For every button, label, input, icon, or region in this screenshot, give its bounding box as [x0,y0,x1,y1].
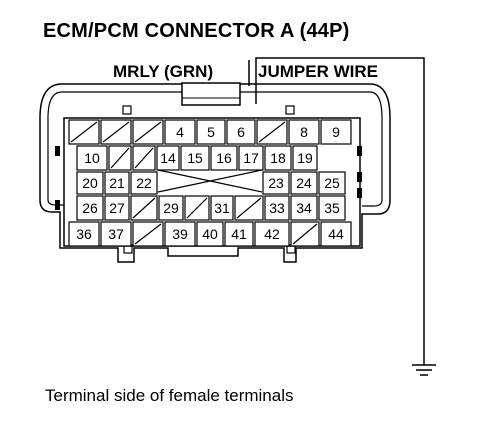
unused-terminal-slash [134,223,162,245]
terminal-cell-34 [290,195,318,221]
terminal-number: 33 [269,200,285,216]
terminal-number: 41 [231,226,247,242]
terminal-cell-29 [158,195,184,221]
terminal-cell-15 [180,145,210,171]
terminal-cell-5 [196,119,226,145]
terminal-cell-36 [68,221,100,247]
terminal-cell-42 [254,221,290,247]
terminal-cell-39 [164,221,196,247]
terminal-cell-4 [164,119,196,145]
unused-terminal-slash [110,147,130,169]
side-latch [55,200,60,210]
terminal-cell-17 [238,145,264,171]
unused-terminal-slash [102,121,130,143]
unused-terminal-slash [134,121,162,143]
terminal-number: 26 [82,200,98,216]
terminal-number: 8 [300,124,308,140]
ground-icon [412,364,436,376]
terminal-number: 20 [82,175,98,191]
terminal-cell-16 [210,145,238,171]
terminal-cell-6 [226,119,256,145]
terminal-number: 40 [202,226,218,242]
terminal-number: 22 [136,175,152,191]
terminal-cell-26 [76,195,104,221]
terminal-number: 44 [328,226,344,242]
unused-terminal-slash [70,121,98,143]
terminal-number: 39 [172,226,188,242]
unused-terminal-slash [258,121,286,143]
unused-terminal-slash [134,147,154,169]
terminal-cell-9 [320,119,352,145]
terminal-number: 15 [187,150,203,166]
terminal-cells: 4 5 6 8 9 10 14 15 16 17 18 19 20 21 22 23 24 25 26 27 29 31 3… [68,119,352,247]
small-tab [285,105,295,115]
terminal-number: 31 [214,200,230,216]
terminal-cell-33 [264,195,290,221]
terminal-cell-31 [210,195,234,221]
terminal-number: 4 [176,124,184,140]
unused-terminal-slash [186,197,208,219]
diagram-caption: Terminal side of female terminals [45,386,294,405]
terminal-cell-44 [320,221,352,247]
mrly-label: MRLY (GRN) [113,62,214,81]
locking-tab [181,82,241,106]
terminal-number: 18 [270,150,286,166]
terminal-number: 19 [297,150,313,166]
terminal-cell-14 [156,145,180,171]
terminal-cell-41 [224,221,254,247]
terminal-cell-37 [100,221,132,247]
terminal-number: 21 [109,175,125,191]
small-tab [122,105,132,115]
terminal-cell-23 [262,171,290,195]
blank-area-cross [157,169,263,193]
terminal-number: 23 [268,175,284,191]
terminal-cell-20 [76,171,104,195]
terminal-number: 34 [296,200,312,216]
terminal-number: 16 [216,150,232,166]
terminal-cell-27 [104,195,130,221]
terminal-number: 9 [332,124,340,140]
unused-terminal-slash [132,197,156,219]
terminal-number: 24 [296,175,312,191]
terminal-cell-24 [290,171,318,195]
housing-inner-top [62,91,383,119]
terminal-number: 6 [237,124,245,140]
terminal-cell-18 [264,145,292,171]
terminal-cell-22 [130,171,158,195]
unused-terminal-slash [292,223,318,245]
terminal-number: 42 [264,226,280,242]
jumper-wire [255,57,425,365]
terminal-cell-10 [76,145,108,171]
unused-terminal-slash [236,197,262,219]
terminal-cell-35 [318,195,346,221]
diagram-title: ECM/PCM CONNECTOR A (44P) [43,20,350,42]
terminal-number: 25 [324,175,340,191]
terminal-number: 27 [109,200,125,216]
terminal-cell-19 [292,145,318,171]
side-latch [55,146,60,156]
jumper-wire-label: JUMPER WIRE [258,62,378,81]
terminal-number: 35 [324,200,340,216]
terminal-number: 10 [84,150,100,166]
terminal-number: 14 [160,150,176,166]
terminal-cell-25 [318,171,346,195]
terminal-cell-21 [104,171,130,195]
housing-inner-right [362,118,383,207]
terminal-cell-8 [288,119,320,145]
terminal-number: 17 [243,150,259,166]
terminal-number: 5 [207,124,215,140]
housing-inner-left [47,118,64,206]
terminal-number: 36 [76,226,92,242]
terminal-number: 29 [163,200,179,216]
connector-housing [39,83,391,263]
terminal-number: 37 [108,226,124,242]
terminal-cell-40 [196,221,224,247]
